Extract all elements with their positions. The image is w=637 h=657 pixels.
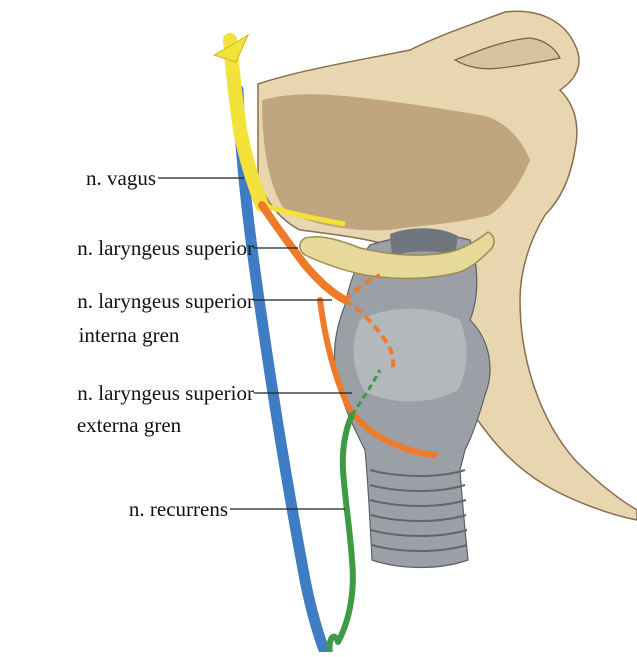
- label-externa-line1: n. laryngeus superior: [4, 380, 254, 406]
- recurrent-laryngeal-nerve: [338, 415, 353, 642]
- label-externa-line2: externa gren: [4, 412, 254, 438]
- label-recurrens: n. recurrens: [60, 496, 228, 522]
- label-interna-line2: interna gren: [4, 322, 254, 348]
- label-vagus: n. vagus: [50, 165, 156, 191]
- label-laryngeus-superior: n. laryngeus superior: [4, 235, 254, 261]
- vagus-nerve: [230, 40, 262, 205]
- label-interna-line1: n. laryngeus superior: [4, 288, 254, 314]
